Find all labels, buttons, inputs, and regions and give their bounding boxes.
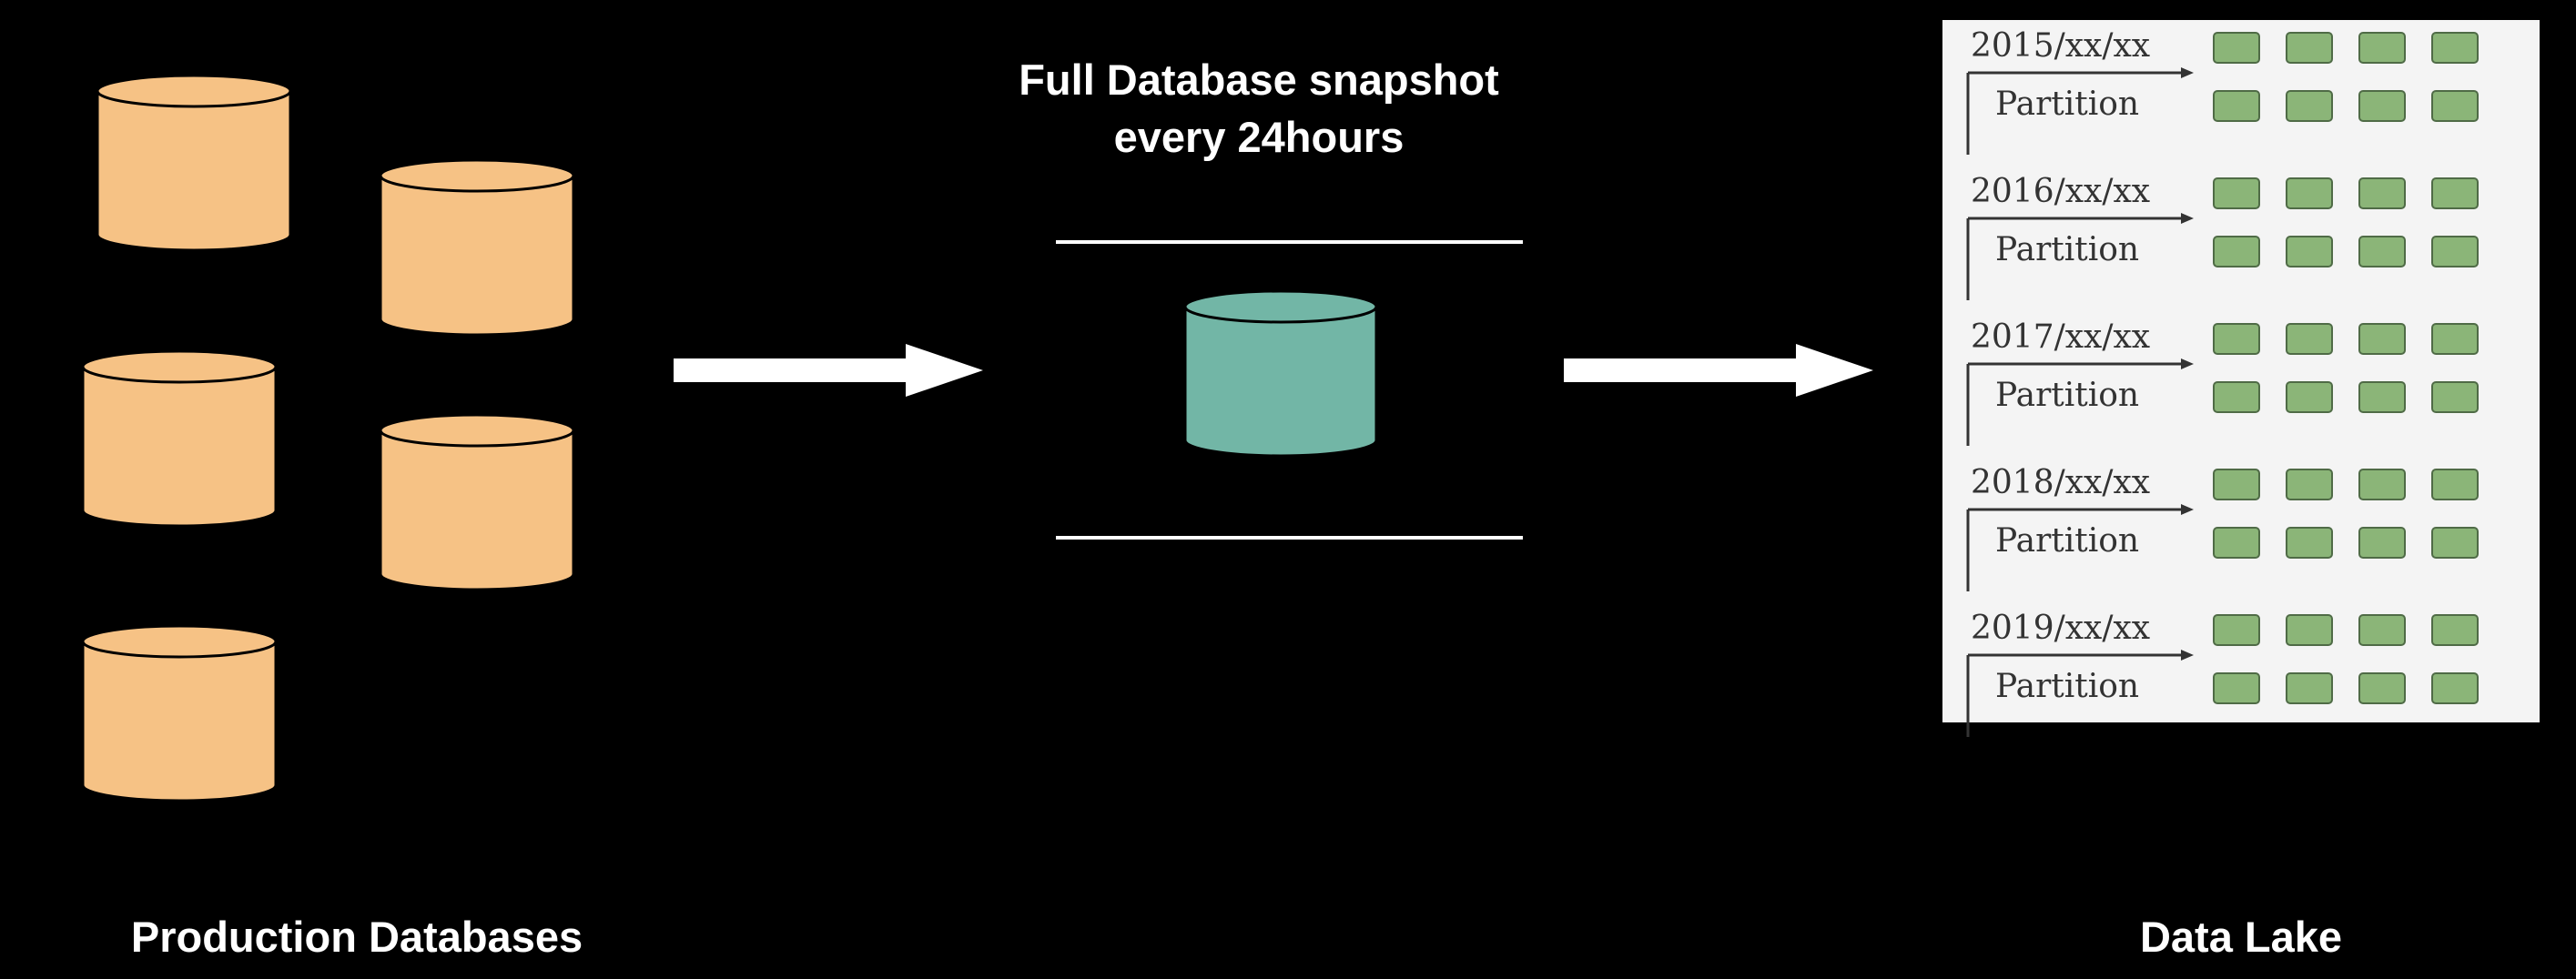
production-database-icon (96, 74, 292, 252)
arrow-head-icon (2181, 67, 2194, 78)
partition-date: 2015/xx/xx (1971, 27, 2150, 65)
partition-block (2286, 672, 2333, 704)
partition-block (2286, 469, 2333, 500)
production-database-icon (379, 158, 575, 337)
right-arrow-icon (674, 344, 983, 397)
partition-block (2286, 527, 2333, 559)
partition-block (2358, 381, 2406, 413)
snapshot-database-cylinder (1183, 289, 1378, 458)
partition-block (2431, 323, 2479, 355)
partition-block (2213, 177, 2260, 209)
partition-block (2358, 177, 2406, 209)
arrow-head-icon (2181, 358, 2194, 369)
partition-block (2431, 32, 2479, 64)
partition-block (2213, 527, 2260, 559)
partition-block (2358, 236, 2406, 267)
snapshot-database-icon (1183, 289, 1378, 458)
arrow-head-icon (2181, 504, 2194, 515)
snapshot-title-line2: every 24hours (1114, 113, 1405, 161)
partition-block (2286, 381, 2333, 413)
partition-block (2213, 90, 2260, 122)
partition-block (2213, 672, 2260, 704)
right-arrow-icon (1564, 344, 1873, 397)
partition-block (2213, 236, 2260, 267)
data-lake-panel (1942, 20, 2540, 722)
partition-label: Partition (1995, 86, 2139, 123)
arrow-head-icon (2181, 650, 2194, 661)
partition-block (2213, 469, 2260, 500)
production-database-icon (81, 624, 278, 802)
partition-block (2286, 32, 2333, 64)
partition-block (2431, 614, 2479, 646)
partition-block (2358, 469, 2406, 500)
partition-block (2431, 177, 2479, 209)
partition-block (2358, 672, 2406, 704)
partition-label: Partition (1995, 668, 2139, 705)
partition-block (2286, 614, 2333, 646)
partition-date: 2017/xx/xx (1971, 318, 2150, 356)
snapshot-title-line1: Full Database snapshot (1019, 56, 1499, 104)
partition-block (2358, 90, 2406, 122)
partition-block (2431, 527, 2479, 559)
partition-block (2286, 177, 2333, 209)
partition-block (2358, 527, 2406, 559)
partition-block (2213, 32, 2260, 64)
partition-block (2286, 323, 2333, 355)
production-databases-label: Production Databases (131, 913, 583, 961)
partition-date: 2018/xx/xx (1971, 464, 2150, 501)
partition-block (2431, 672, 2479, 704)
arrow-head-icon (2181, 213, 2194, 224)
partition-label: Partition (1995, 231, 2139, 268)
partition-block (2286, 236, 2333, 267)
partition-block (2358, 32, 2406, 64)
partition-block (2431, 381, 2479, 413)
partition-block (2213, 323, 2260, 355)
partition-date: 2016/xx/xx (1971, 173, 2150, 210)
partition-block (2358, 323, 2406, 355)
production-databases-group (81, 74, 575, 802)
partition-label: Partition (1995, 522, 2139, 560)
data-lake-partitions: 2015/xx/xxPartition2016/xx/xxPartition20… (1966, 27, 2479, 737)
data-lake-label: Data Lake (2140, 913, 2342, 961)
partition-label: Partition (1995, 377, 2139, 414)
partition-block (2431, 236, 2479, 267)
partition-block (2286, 90, 2333, 122)
partition-block (2358, 614, 2406, 646)
partition-block (2431, 90, 2479, 122)
partition-block (2431, 469, 2479, 500)
partition-date: 2019/xx/xx (1971, 610, 2150, 647)
production-database-icon (379, 413, 575, 591)
partition-block (2213, 614, 2260, 646)
production-database-icon (81, 349, 278, 528)
partition-block (2213, 381, 2260, 413)
